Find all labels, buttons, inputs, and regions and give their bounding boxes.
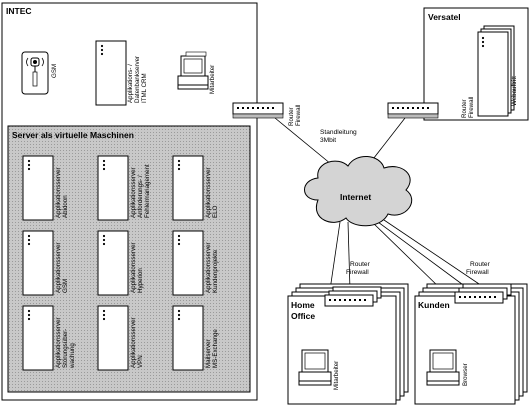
home-workstation-label: Mitarbeiter	[333, 361, 340, 390]
versatel-site: Versatel Webauftritt	[423, 7, 529, 121]
server-icon	[22, 230, 54, 296]
server-icon	[97, 230, 129, 296]
intec-title: INTEC	[6, 6, 32, 16]
versatel-title: Versatel	[428, 12, 461, 22]
kunden-workstation-icon	[426, 349, 460, 386]
server-label: ApplikationsserverAnforderungs- /Fehlerm…	[130, 164, 151, 218]
web-server-label: Webauftritt	[511, 76, 518, 106]
kunden-site: Kunden Browser	[414, 283, 528, 405]
server-label: ApplikationsserverAbidoon	[55, 167, 69, 218]
app-db-server-icon	[95, 40, 127, 106]
intec-site: INTEC GSM Applikations- / Datenbankserve…	[1, 2, 258, 401]
server-label: ApplikationsserverHyperion	[130, 242, 144, 293]
app-db-server-label: Applikations- / Datenbankserver ITML CRM	[127, 54, 148, 103]
gsm-device-icon	[21, 51, 49, 95]
virtual-server: ApplikationsserverHyperion	[97, 230, 144, 296]
router-versatel-label: Router Firewall	[461, 97, 475, 118]
server-label: ApplikationsserverVPN	[130, 317, 144, 368]
virtual-server: ApplikationsserverAnforderungs- /Fehlerm…	[97, 155, 151, 221]
virtual-server: ApplikationsserverStörungsüber-wachung	[22, 305, 76, 371]
server-label: ApplikationsserverGSM	[55, 242, 69, 293]
server-icon	[172, 305, 204, 371]
kunden-workstation-label: Browser	[462, 363, 469, 386]
internet-cloud-icon	[304, 156, 413, 227]
server-group-title: Server als virtuelle Maschinen	[12, 130, 134, 140]
workstation-label: Mitarbeiter	[209, 65, 216, 94]
router-home-office-label: Router Firewall	[346, 261, 372, 276]
virtual-server: MailserverMS-Exchange	[172, 305, 219, 371]
server-icon	[172, 230, 204, 296]
router-home-office-icon	[324, 286, 382, 307]
internet-label: Internet	[340, 192, 371, 202]
connection-lines	[274, 117, 489, 291]
server-label: ApplikationsserverKundenprojekte	[205, 242, 219, 293]
server-label: ApplikationsserverELO	[205, 167, 219, 218]
connection-label: Standleitung 3Mbit	[320, 129, 359, 144]
virtual-server: ApplikationsserverKundenprojekte	[172, 230, 219, 296]
gsm-label: GSM	[51, 64, 58, 78]
virtual-server: ApplikationsserverAbidoon	[22, 155, 69, 221]
router-kunden-label: Router Firewall	[466, 261, 492, 276]
home-office-title: Home Office	[291, 300, 317, 321]
virtual-server: ApplikationsserverVPN	[97, 305, 144, 371]
server-label: MailserverMS-Exchange	[205, 329, 219, 368]
virtual-server: ApplikationsserverGSM	[22, 230, 69, 296]
router-intec-label: Router Firewall	[288, 105, 302, 126]
server-icon	[172, 155, 204, 221]
router-versatel-icon	[387, 102, 439, 119]
workstation-icon	[177, 51, 209, 90]
server-group: Server als virtuelle Maschinen Applikati…	[7, 125, 251, 393]
web-server-icon	[477, 25, 515, 117]
server-label: ApplikationsserverStörungsüber-wachung	[55, 317, 76, 369]
router-intec-icon	[232, 102, 284, 119]
kunden-title: Kunden	[418, 300, 450, 310]
server-icon	[22, 305, 54, 371]
server-icon	[97, 305, 129, 371]
router-kunden-icon	[454, 283, 512, 304]
server-icon	[22, 155, 54, 221]
home-workstation-icon	[298, 349, 332, 386]
server-icon	[97, 155, 129, 221]
virtual-server: ApplikationsserverELO	[172, 155, 219, 221]
